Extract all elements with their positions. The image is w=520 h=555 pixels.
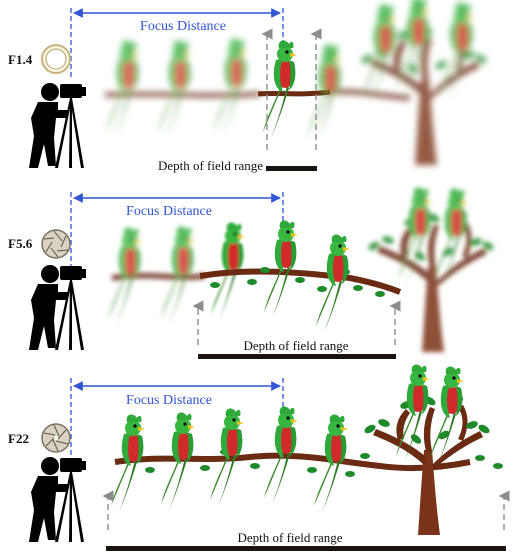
dof-bar <box>198 354 396 359</box>
camera-photographer-icon <box>29 83 86 168</box>
aperture-label: F1.4 <box>8 52 33 67</box>
dof-label: Depth of field range <box>237 530 342 545</box>
quetzal-bird-icon <box>263 40 297 138</box>
dof-bar <box>106 546 506 551</box>
camera-photographer-icon <box>29 457 86 542</box>
blurred-foreground <box>104 38 261 138</box>
blurred-background <box>367 187 495 352</box>
aperture-icon <box>41 229 71 259</box>
panel-f14: Focus Distance F1.4 <box>8 0 488 173</box>
focus-distance-label: Focus Distance <box>126 393 212 408</box>
camera-photographer-icon <box>29 265 86 350</box>
panel-f22: Focus Distance F22 Depth of field r <box>8 364 510 551</box>
panel-f56: Focus Distance F5.6 <box>8 187 495 359</box>
aperture-icon <box>41 44 71 74</box>
quetzal-bird-icon <box>316 234 350 332</box>
dof-bar <box>266 166 317 171</box>
aperture-label: F5.6 <box>8 236 33 251</box>
focus-distance-label: Focus Distance <box>126 204 212 219</box>
dof-label: Depth of field range <box>158 158 263 173</box>
aperture-icon <box>41 423 71 453</box>
blurred-foreground <box>108 226 206 325</box>
blurred-background <box>308 0 488 165</box>
dof-label: Depth of field range <box>243 338 348 353</box>
branch <box>257 89 331 97</box>
focus-distance-label: Focus Distance <box>140 19 226 34</box>
aperture-label: F22 <box>8 431 29 446</box>
